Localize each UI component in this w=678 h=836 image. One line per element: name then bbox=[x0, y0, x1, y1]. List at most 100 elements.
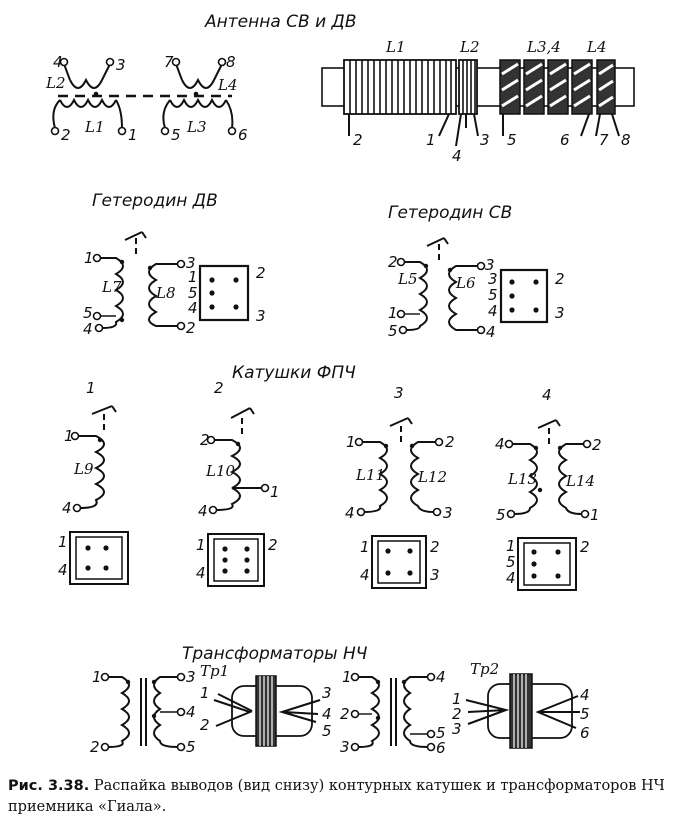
tr2-pin-6: 6 bbox=[580, 724, 590, 742]
label-L8: L8 bbox=[155, 284, 176, 302]
tr2-sch-pin-3: 3 bbox=[340, 738, 350, 756]
fpch-3-number: 3 bbox=[394, 384, 404, 402]
fpch-1-base-pin-1: 1 bbox=[58, 533, 68, 551]
base-pin-2: 2 bbox=[256, 264, 266, 282]
label-L12: L12 bbox=[417, 468, 447, 486]
rod-label-L2: L2 bbox=[459, 38, 480, 56]
base-pin-3: 3 bbox=[256, 307, 266, 325]
base-pin-3: 3 bbox=[488, 270, 498, 288]
figure-caption: Рис. 3.38. Распайка выводов (вид снизу) … bbox=[8, 776, 670, 818]
label-L14: L14 bbox=[565, 472, 595, 490]
coil-L7 bbox=[100, 257, 124, 329]
fpch-4-base-pin-5: 5 bbox=[506, 553, 516, 571]
coil-L1 bbox=[59, 97, 117, 108]
fpch-1-pin-4: 4 bbox=[62, 499, 72, 517]
tr2-label: Tp2 bbox=[470, 660, 499, 678]
fpch-4: 4 L13 L14 4 5 2 1 1 5 4 2 bbox=[495, 386, 602, 591]
rod-pin-6: 6 bbox=[560, 131, 570, 149]
caption-figure-number: Рис. 3.38. bbox=[8, 778, 90, 794]
tr1-sch-pin-3: 3 bbox=[186, 668, 196, 686]
label-L2: L2 bbox=[45, 74, 66, 92]
fpch-3-pin-2: 2 bbox=[445, 433, 455, 451]
rod-label-L1: L1 bbox=[385, 38, 406, 56]
coil-L10 bbox=[214, 439, 262, 511]
tr1-sch-pin-2: 2 bbox=[90, 738, 100, 756]
coil-L9 bbox=[78, 435, 105, 509]
pin-3: 3 bbox=[116, 56, 126, 74]
tr2-pin-3: 3 bbox=[452, 720, 462, 738]
fpch-3-base-pin-3: 3 bbox=[430, 566, 440, 584]
fpch-3-base-pin-1: 1 bbox=[360, 538, 370, 556]
fpch-4-number: 4 bbox=[542, 386, 552, 404]
rod-label-L4: L4 bbox=[586, 38, 607, 56]
fpch-2-pin-2: 2 bbox=[200, 431, 210, 449]
tr2-pin-4: 4 bbox=[580, 686, 590, 704]
fpch-2-base-pin-4: 4 bbox=[196, 564, 206, 582]
antenna-schematic: L1 L2 L3 L4 1 2 3 4 5 6 7 8 bbox=[45, 53, 248, 144]
base-pin-4: 4 bbox=[488, 302, 498, 320]
pin-6: 6 bbox=[238, 126, 248, 144]
rod-label-L3: L3,4 bbox=[526, 38, 561, 56]
tr2-pin-2: 2 bbox=[452, 705, 462, 723]
pin-2: 2 bbox=[388, 253, 398, 271]
tr2-pin-5: 5 bbox=[580, 705, 590, 723]
tr2-sch-pin-6: 6 bbox=[436, 739, 446, 757]
pin-5: 5 bbox=[83, 304, 93, 322]
base-pin-5: 5 bbox=[488, 286, 498, 304]
tr1-body: Tp1 1 2 3 4 5 bbox=[200, 662, 332, 747]
base-mw bbox=[499, 268, 549, 324]
tr1-label: Tp1 bbox=[200, 662, 229, 680]
rod-pin-7: 7 bbox=[599, 131, 609, 149]
coil-L14 bbox=[558, 443, 584, 515]
pin-4: 4 bbox=[486, 323, 496, 341]
fpch-4-pin-2: 2 bbox=[592, 436, 602, 454]
fpch-3-base-pin-4: 4 bbox=[360, 566, 370, 584]
fpch-1-number: 1 bbox=[86, 379, 96, 397]
fpch-1: 1 L9 1 4 1 4 bbox=[58, 379, 129, 585]
heterodyne-lw: L7 L8 1 5 4 3 2 2 1 5 4 3 bbox=[83, 231, 266, 338]
pin-2: 2 bbox=[61, 126, 71, 144]
heading-het-lw: Гетеродин ДВ bbox=[92, 191, 218, 211]
rod-pin-8: 8 bbox=[621, 131, 631, 149]
label-L3: L3 bbox=[186, 118, 207, 136]
pin-4: 4 bbox=[83, 320, 93, 338]
tr2-sch-pin-4: 4 bbox=[436, 668, 446, 686]
tr2-primary bbox=[357, 676, 380, 748]
coil-L2 bbox=[69, 77, 103, 89]
label-L9: L9 bbox=[73, 460, 94, 478]
rod-pin-5: 5 bbox=[507, 131, 517, 149]
fpch-2-pin-1: 1 bbox=[270, 483, 280, 501]
fpch-1-base-pin-4: 4 bbox=[58, 561, 68, 579]
pin-3: 3 bbox=[485, 256, 495, 274]
fpch-3-base bbox=[371, 535, 427, 589]
tr1-pin-3: 3 bbox=[322, 684, 332, 702]
base-pin-1: 1 bbox=[188, 268, 198, 286]
fpch-4-base-pin-1: 1 bbox=[506, 537, 516, 555]
fpch-1-base bbox=[69, 531, 129, 585]
tr1-pin-1: 1 bbox=[200, 684, 210, 702]
rod-pin-1: 1 bbox=[426, 131, 436, 149]
heading-fpch: Катушки ФПЧ bbox=[232, 363, 356, 383]
label-L7: L7 bbox=[101, 278, 122, 296]
fpch-2-base-pin-2: 2 bbox=[268, 536, 278, 554]
fpch-4-pin-5: 5 bbox=[496, 506, 506, 524]
coil-L13 bbox=[512, 443, 538, 515]
label-L6: L6 bbox=[455, 274, 476, 292]
heterodyne-mw: L5 L6 2 1 5 3 4 2 3 5 4 3 bbox=[388, 237, 565, 341]
ferrite-rod: L1 L2 L3,4 L4 2 1 4 3 5 6 7 8 bbox=[321, 38, 635, 165]
windings-L3 bbox=[499, 59, 593, 115]
fpch-3: 3 L11 L12 1 4 2 3 1 4 2 3 bbox=[345, 384, 455, 589]
base-pin-2: 2 bbox=[555, 270, 565, 288]
rod-pin-2: 2 bbox=[353, 131, 363, 149]
pin-8: 8 bbox=[226, 53, 236, 71]
fpch-4-base-pin-4: 4 bbox=[506, 569, 516, 587]
caption-text: Распайка выводов (вид снизу) контурных к… bbox=[8, 778, 665, 815]
pin-1: 1 bbox=[84, 249, 94, 267]
pin-4: 4 bbox=[53, 53, 63, 71]
fpch-3-pin-4: 4 bbox=[345, 504, 355, 522]
fpch-3-base-pin-2: 2 bbox=[430, 538, 440, 556]
fpch-2-base bbox=[207, 533, 265, 587]
coil-L5 bbox=[404, 261, 428, 331]
label-L4: L4 bbox=[217, 76, 238, 94]
tr1-sch-pin-4: 4 bbox=[186, 703, 196, 721]
